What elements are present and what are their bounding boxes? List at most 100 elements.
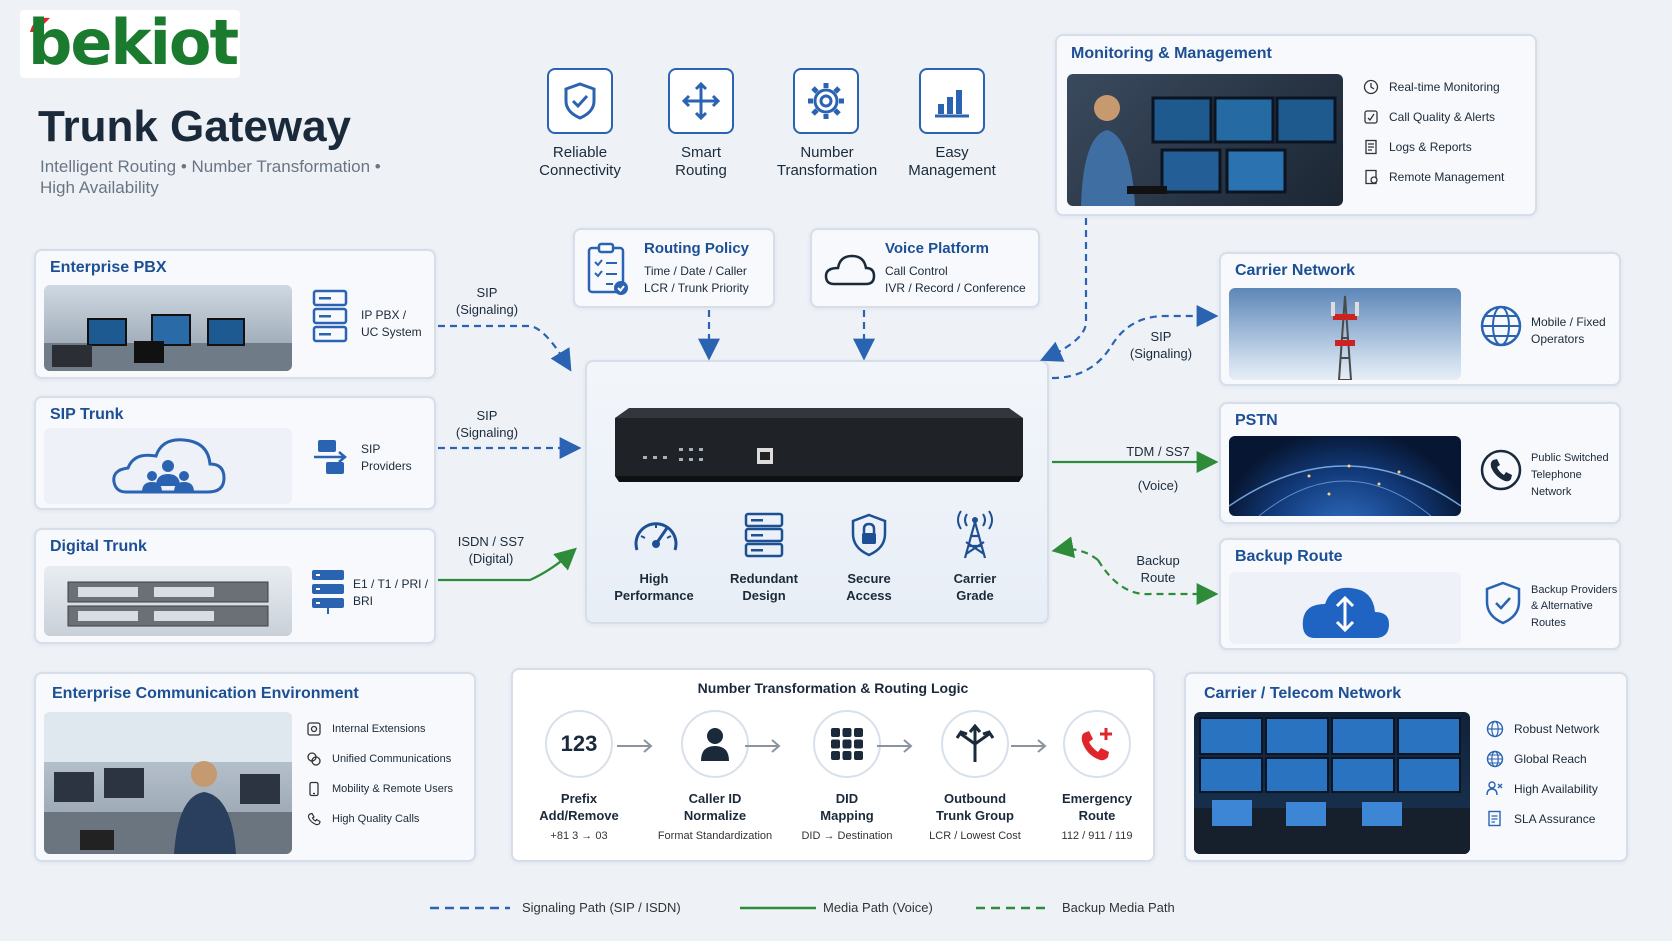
step-arrow [745, 740, 779, 752]
page-subtitle-2: High Availability [40, 178, 159, 198]
digital-trunk-card: Digital Trunk E1 / T1 / PRI / BRI [34, 528, 436, 644]
feature-label: Smart [641, 144, 761, 162]
voice-platform-line: Call Control [885, 263, 948, 279]
sip-trunk-card: SIP Trunk SIP Providers [34, 396, 436, 510]
list-item: Remote Management [1363, 162, 1504, 192]
enterprise-env-title: Enterprise Communication Environment [52, 685, 359, 703]
gateway-feature-label: Performance [599, 587, 709, 604]
feature-label: Transformation [766, 162, 888, 180]
carrier-telecom-title: Carrier / Telecom Network [1204, 685, 1401, 703]
routing-arrows-icon [668, 68, 734, 134]
edge-label: Route [1118, 569, 1198, 586]
monitor-icon [1363, 79, 1379, 95]
backup-route-label: & Alternative [1531, 598, 1593, 614]
list-item: Call Quality & Alerts [1363, 102, 1504, 132]
carrier-network-label: Operators [1531, 331, 1584, 347]
office-desk-photo [44, 285, 292, 371]
noc-photo [1194, 712, 1470, 854]
edge-label: ISDN / SS7 [440, 533, 542, 550]
gear-icon [793, 68, 859, 134]
extension-icon [306, 721, 322, 737]
server-stack-icon [743, 512, 785, 558]
carrier-network-card: Carrier Network Mobile / Fixed Operators [1219, 252, 1621, 386]
digital-trunk-label: BRI [353, 593, 373, 609]
brand-logo: bekiot [20, 10, 240, 78]
remote-icon [1363, 169, 1379, 185]
list-item: Unified Communications [306, 744, 453, 774]
list-item: Internal Extensions [306, 714, 453, 744]
edge-label: (Signaling) [446, 424, 528, 441]
digital-trunk-label: E1 / T1 / PRI / [353, 576, 428, 592]
digital-trunk-title: Digital Trunk [50, 538, 147, 556]
voice-platform-line: IVR / Record / Conference [885, 280, 1026, 296]
logs-icon [1363, 139, 1379, 155]
gateway-feature-label: Access [814, 587, 924, 604]
list-item-text: Mobility & Remote Users [332, 783, 453, 795]
list-item: SLA Assurance [1486, 804, 1599, 834]
pbx-label: UC System [361, 324, 422, 340]
list-item-text: Robust Network [1514, 722, 1599, 736]
feature-label: Reliable [520, 144, 640, 162]
call-quality-icon [306, 811, 322, 827]
legend: Signaling Path (SIP / ISDN) Media Path (… [430, 898, 1230, 918]
edge-label: SIP [446, 407, 528, 424]
list-item-text: Global Reach [1514, 752, 1587, 766]
list-item: Robust Network [1486, 714, 1599, 744]
pstn-label: Public Switched [1531, 450, 1609, 466]
cloud-users-icon [44, 428, 292, 504]
step-arrow [617, 740, 651, 752]
link-pbx-to-gateway [438, 326, 568, 366]
sip-trunk-title: SIP Trunk [50, 406, 124, 424]
carrier-network-title: Carrier Network [1235, 262, 1355, 280]
feature-label: Connectivity [520, 162, 640, 180]
voice-platform-card: Voice Platform Call Control IVR / Record… [810, 228, 1040, 308]
gateway-feature-label: Grade [920, 587, 1030, 604]
edge-label: SIP [446, 284, 528, 301]
list-item-text: Unified Communications [332, 753, 451, 765]
list-item: High Quality Calls [306, 804, 453, 834]
carrier-telecom-list: Robust Network Global Reach High Availab… [1486, 714, 1599, 834]
shield-lock-icon [849, 512, 889, 558]
backup-route-label: Routes [1531, 615, 1566, 631]
pstn-label: Network [1531, 484, 1571, 500]
edge-label: (Digital) [440, 550, 542, 567]
legend-swatch-backup [976, 904, 1050, 912]
monitoring-list: Real-time Monitoring Call Quality & Aler… [1363, 72, 1504, 192]
monitoring-title: Monitoring & Management [1071, 45, 1272, 63]
unified-comm-icon [306, 751, 322, 767]
carrier-network-label: Mobile / Fixed [1531, 314, 1606, 330]
telephone-icon [1479, 448, 1523, 492]
logo-text: bekiot [28, 12, 237, 74]
list-item-text: Call Quality & Alerts [1389, 110, 1495, 124]
list-item-text: Remote Management [1389, 170, 1504, 184]
call-center-photo [44, 712, 292, 854]
trunk-gateway-card: High Performance Redundant Design Secure… [585, 360, 1049, 624]
enterprise-pbx-card: Enterprise PBX IP PBX / UC System [34, 249, 436, 379]
enterprise-env-list: Internal Extensions Unified Communicatio… [306, 714, 453, 834]
antenna-tower-icon [953, 510, 997, 560]
page-subtitle-1: Intelligent Routing • Number Transformat… [40, 157, 381, 177]
routing-policy-card: Routing Policy Time / Date / Caller LCR … [573, 228, 775, 308]
feature-label: Routing [641, 162, 761, 180]
pbx-label: IP PBX / [361, 307, 406, 323]
list-item: High Availability [1486, 774, 1599, 804]
sla-icon [1486, 810, 1504, 828]
shield-check-icon [1483, 580, 1523, 626]
interface-card-icon [308, 568, 348, 614]
list-item-text: High Availability [1514, 782, 1598, 796]
gateway-feature-label: High [599, 570, 709, 587]
list-item-text: Internal Extensions [332, 723, 426, 735]
bar-chart-icon [919, 68, 985, 134]
cell-tower-photo [1229, 288, 1461, 380]
provider-arrows-icon [310, 436, 352, 480]
backup-route-card: Backup Route Backup Providers & Alternat… [1219, 538, 1621, 650]
server-icon [310, 289, 350, 347]
monitoring-card: Monitoring & Management Real-time Monito… [1055, 34, 1537, 216]
feature-label: Easy [892, 144, 1012, 162]
gateway-feature-label: Secure [814, 570, 924, 587]
globe-icon [1486, 750, 1504, 768]
list-item-text: Real-time Monitoring [1389, 80, 1500, 94]
gateway-feature-label: Redundant [709, 570, 819, 587]
list-item: Global Reach [1486, 744, 1599, 774]
edge-label: Backup [1118, 552, 1198, 569]
